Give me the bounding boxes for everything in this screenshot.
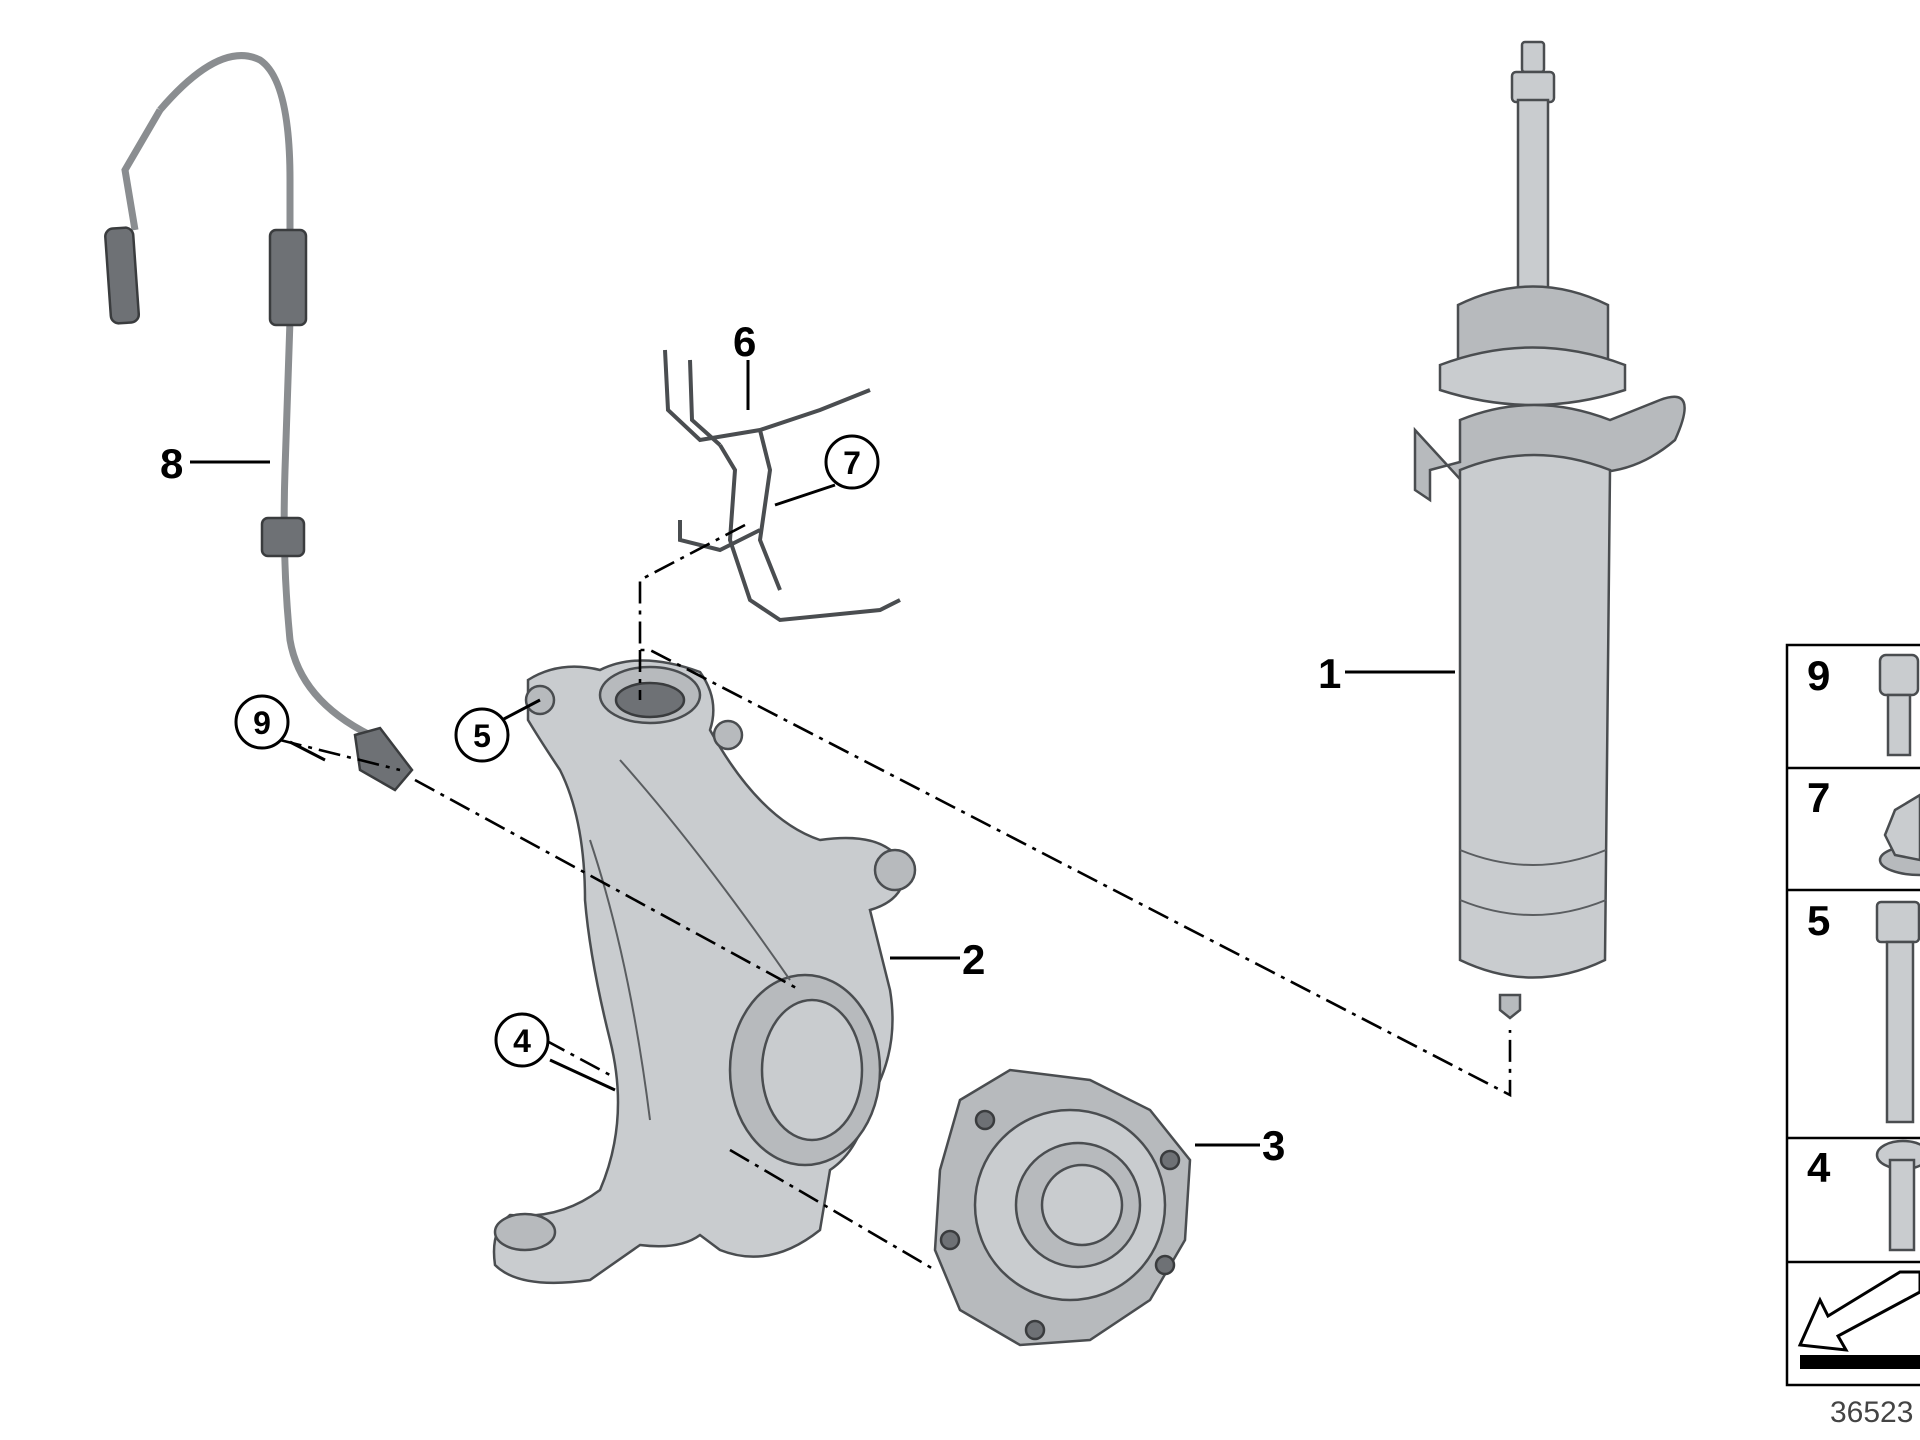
wheel-speed-sensor-cable <box>104 52 414 792</box>
callout-5-circle <box>454 707 510 763</box>
hex-bolt-icon <box>1875 900 1920 1124</box>
table-label-7: 7 <box>1807 774 1830 821</box>
wheel-hub <box>933 1068 1192 1347</box>
bracket <box>663 349 901 623</box>
callout-5: 5 <box>473 718 491 754</box>
table-label-9: 9 <box>1807 652 1830 699</box>
assembly-lines <box>279 523 1512 1272</box>
callout-7-circle <box>824 434 880 490</box>
callout-2: 2 <box>962 936 985 983</box>
hex-flange-nut-icon <box>1878 793 1920 877</box>
callout-9: 9 <box>253 705 271 741</box>
socket-head-bolt-icon <box>1878 653 1920 757</box>
fastener-table: 9 7 5 4 <box>1785 643 1920 1387</box>
callout-9-circle <box>234 694 290 750</box>
callout-4-circle <box>494 1012 550 1068</box>
shock-absorber <box>1413 40 1686 1020</box>
reference-number: 36523 <box>1830 1396 1913 1429</box>
table-label-5: 5 <box>1807 897 1830 944</box>
callout-3: 3 <box>1262 1122 1285 1169</box>
torx-bolt-icon <box>1875 1139 1920 1252</box>
table-label-4: 4 <box>1807 1144 1831 1191</box>
callout-8: 8 <box>160 440 183 487</box>
direction-arrow-icon <box>1797 1270 1920 1369</box>
callout-7: 7 <box>843 445 861 481</box>
leader-lines <box>190 360 1455 1147</box>
callout-1: 1 <box>1318 650 1341 697</box>
callout-6: 6 <box>733 318 756 365</box>
callout-4: 4 <box>513 1023 531 1059</box>
steering-knuckle <box>492 659 917 1285</box>
